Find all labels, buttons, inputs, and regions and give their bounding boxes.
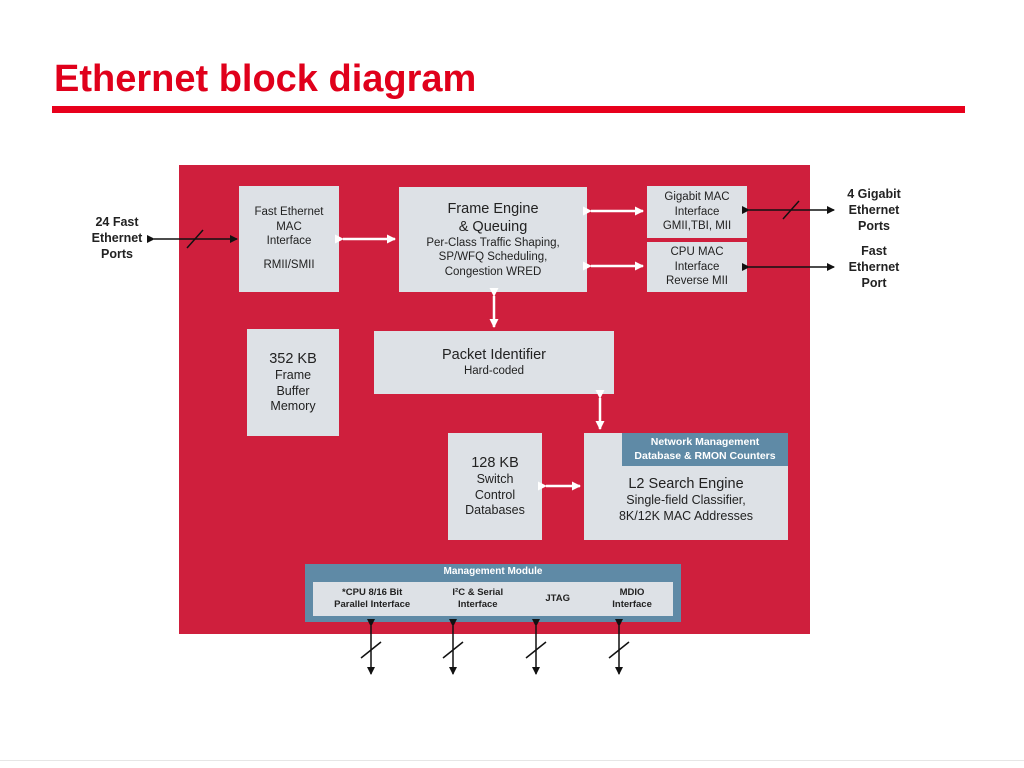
jtag-interface: JTAG <box>545 593 570 605</box>
frame-engine-block: Frame Engine & Queuing Per-Class Traffic… <box>399 187 587 292</box>
cpu-parallel-interface: *CPU 8/16 Bit Parallel Interface <box>334 587 411 610</box>
management-module-title: Management Module <box>443 566 543 577</box>
fast-ethernet-port-label: Fast Ethernet Port <box>848 244 900 290</box>
mgmt-bus-arrow-4 <box>608 619 630 675</box>
network-management-header: Network Management Database & RMON Count… <box>622 433 788 466</box>
page-title: Ethernet block diagram <box>54 58 477 100</box>
gigabit-port-arrow <box>742 200 835 220</box>
management-module: Management Module *CPU 8/16 Bit Parallel… <box>305 564 681 622</box>
left-port-arrow <box>147 229 238 249</box>
fast-ethernet-mac-block: Fast Ethernet MAC Interface RMII/SMII <box>239 186 339 292</box>
gigabit-ports-label: 4 Gigabit Ethernet Ports <box>847 187 901 233</box>
mgmt-bus-arrow-2 <box>442 619 464 675</box>
mdio-interface: MDIO Interface <box>612 587 652 610</box>
footer-divider <box>0 760 1024 761</box>
management-module-interfaces: *CPU 8/16 Bit Parallel Interface I²C & S… <box>313 582 673 616</box>
mgmt-bus-arrow-3 <box>525 619 547 675</box>
packet-identifier-block: Packet Identifier Hard-coded <box>374 331 614 394</box>
cpu-mac-block: CPU MAC Interface Reverse MII <box>647 242 747 292</box>
mgmt-bus-arrow-1 <box>360 619 382 675</box>
i2c-serial-interface: I²C & Serial Interface <box>452 587 504 610</box>
frame-buffer-block: 352 KB Frame Buffer Memory <box>247 329 339 436</box>
switch-control-db-block: 128 KB Switch Control Databases <box>448 433 542 540</box>
left-ports-label: 24 Fast Ethernet Ports <box>91 215 143 261</box>
gigabit-mac-block: Gigabit MAC Interface GMII,TBI, MII <box>647 186 747 238</box>
title-underline <box>52 106 965 113</box>
